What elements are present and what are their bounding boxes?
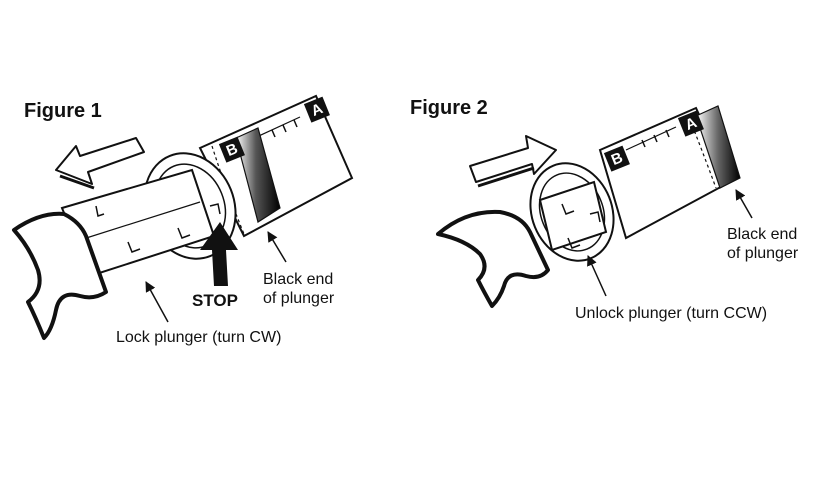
black-end-label-1-line2: of plunger	[263, 290, 335, 307]
black-end-label-2-line1: Black end	[727, 226, 798, 243]
black-end-label-1-line1: Black end	[263, 271, 334, 288]
marking-b-1: B	[218, 136, 245, 163]
marking-a-1: A	[303, 96, 330, 123]
inner-shaft-2	[538, 180, 608, 252]
figure-1-illustration: B A	[12, 94, 354, 340]
black-end-pointer-2	[735, 189, 753, 219]
black-end-band-1	[235, 127, 281, 223]
black-end-label-1: Black end of plunger	[263, 270, 334, 308]
black-end-label-2: Black end of plunger	[727, 225, 798, 263]
lock-pointer	[145, 281, 169, 323]
unlock-pointer	[587, 255, 607, 297]
push-direction-arrow-1	[55, 137, 145, 185]
black-end-band-2	[695, 105, 741, 189]
marking-a-2: A	[677, 110, 704, 137]
marking-b-2: B	[603, 145, 630, 172]
stop-arrow	[200, 222, 238, 286]
holder-1	[12, 211, 108, 340]
black-end-label-2-line2: of plunger	[727, 245, 799, 262]
stop-label: STOP	[192, 291, 238, 310]
holder-2	[436, 209, 550, 308]
unlock-plunger-label: Unlock plunger (turn CCW)	[575, 305, 768, 322]
lock-plunger-label: Lock plunger (turn CW)	[116, 329, 282, 346]
figure-2-illustration: B A	[436, 105, 753, 308]
figure-2-title: Figure 2	[410, 97, 488, 119]
figure-1-title: Figure 1	[24, 100, 102, 122]
black-end-pointer-1	[267, 231, 287, 263]
push-direction-arrow-2	[469, 135, 557, 183]
